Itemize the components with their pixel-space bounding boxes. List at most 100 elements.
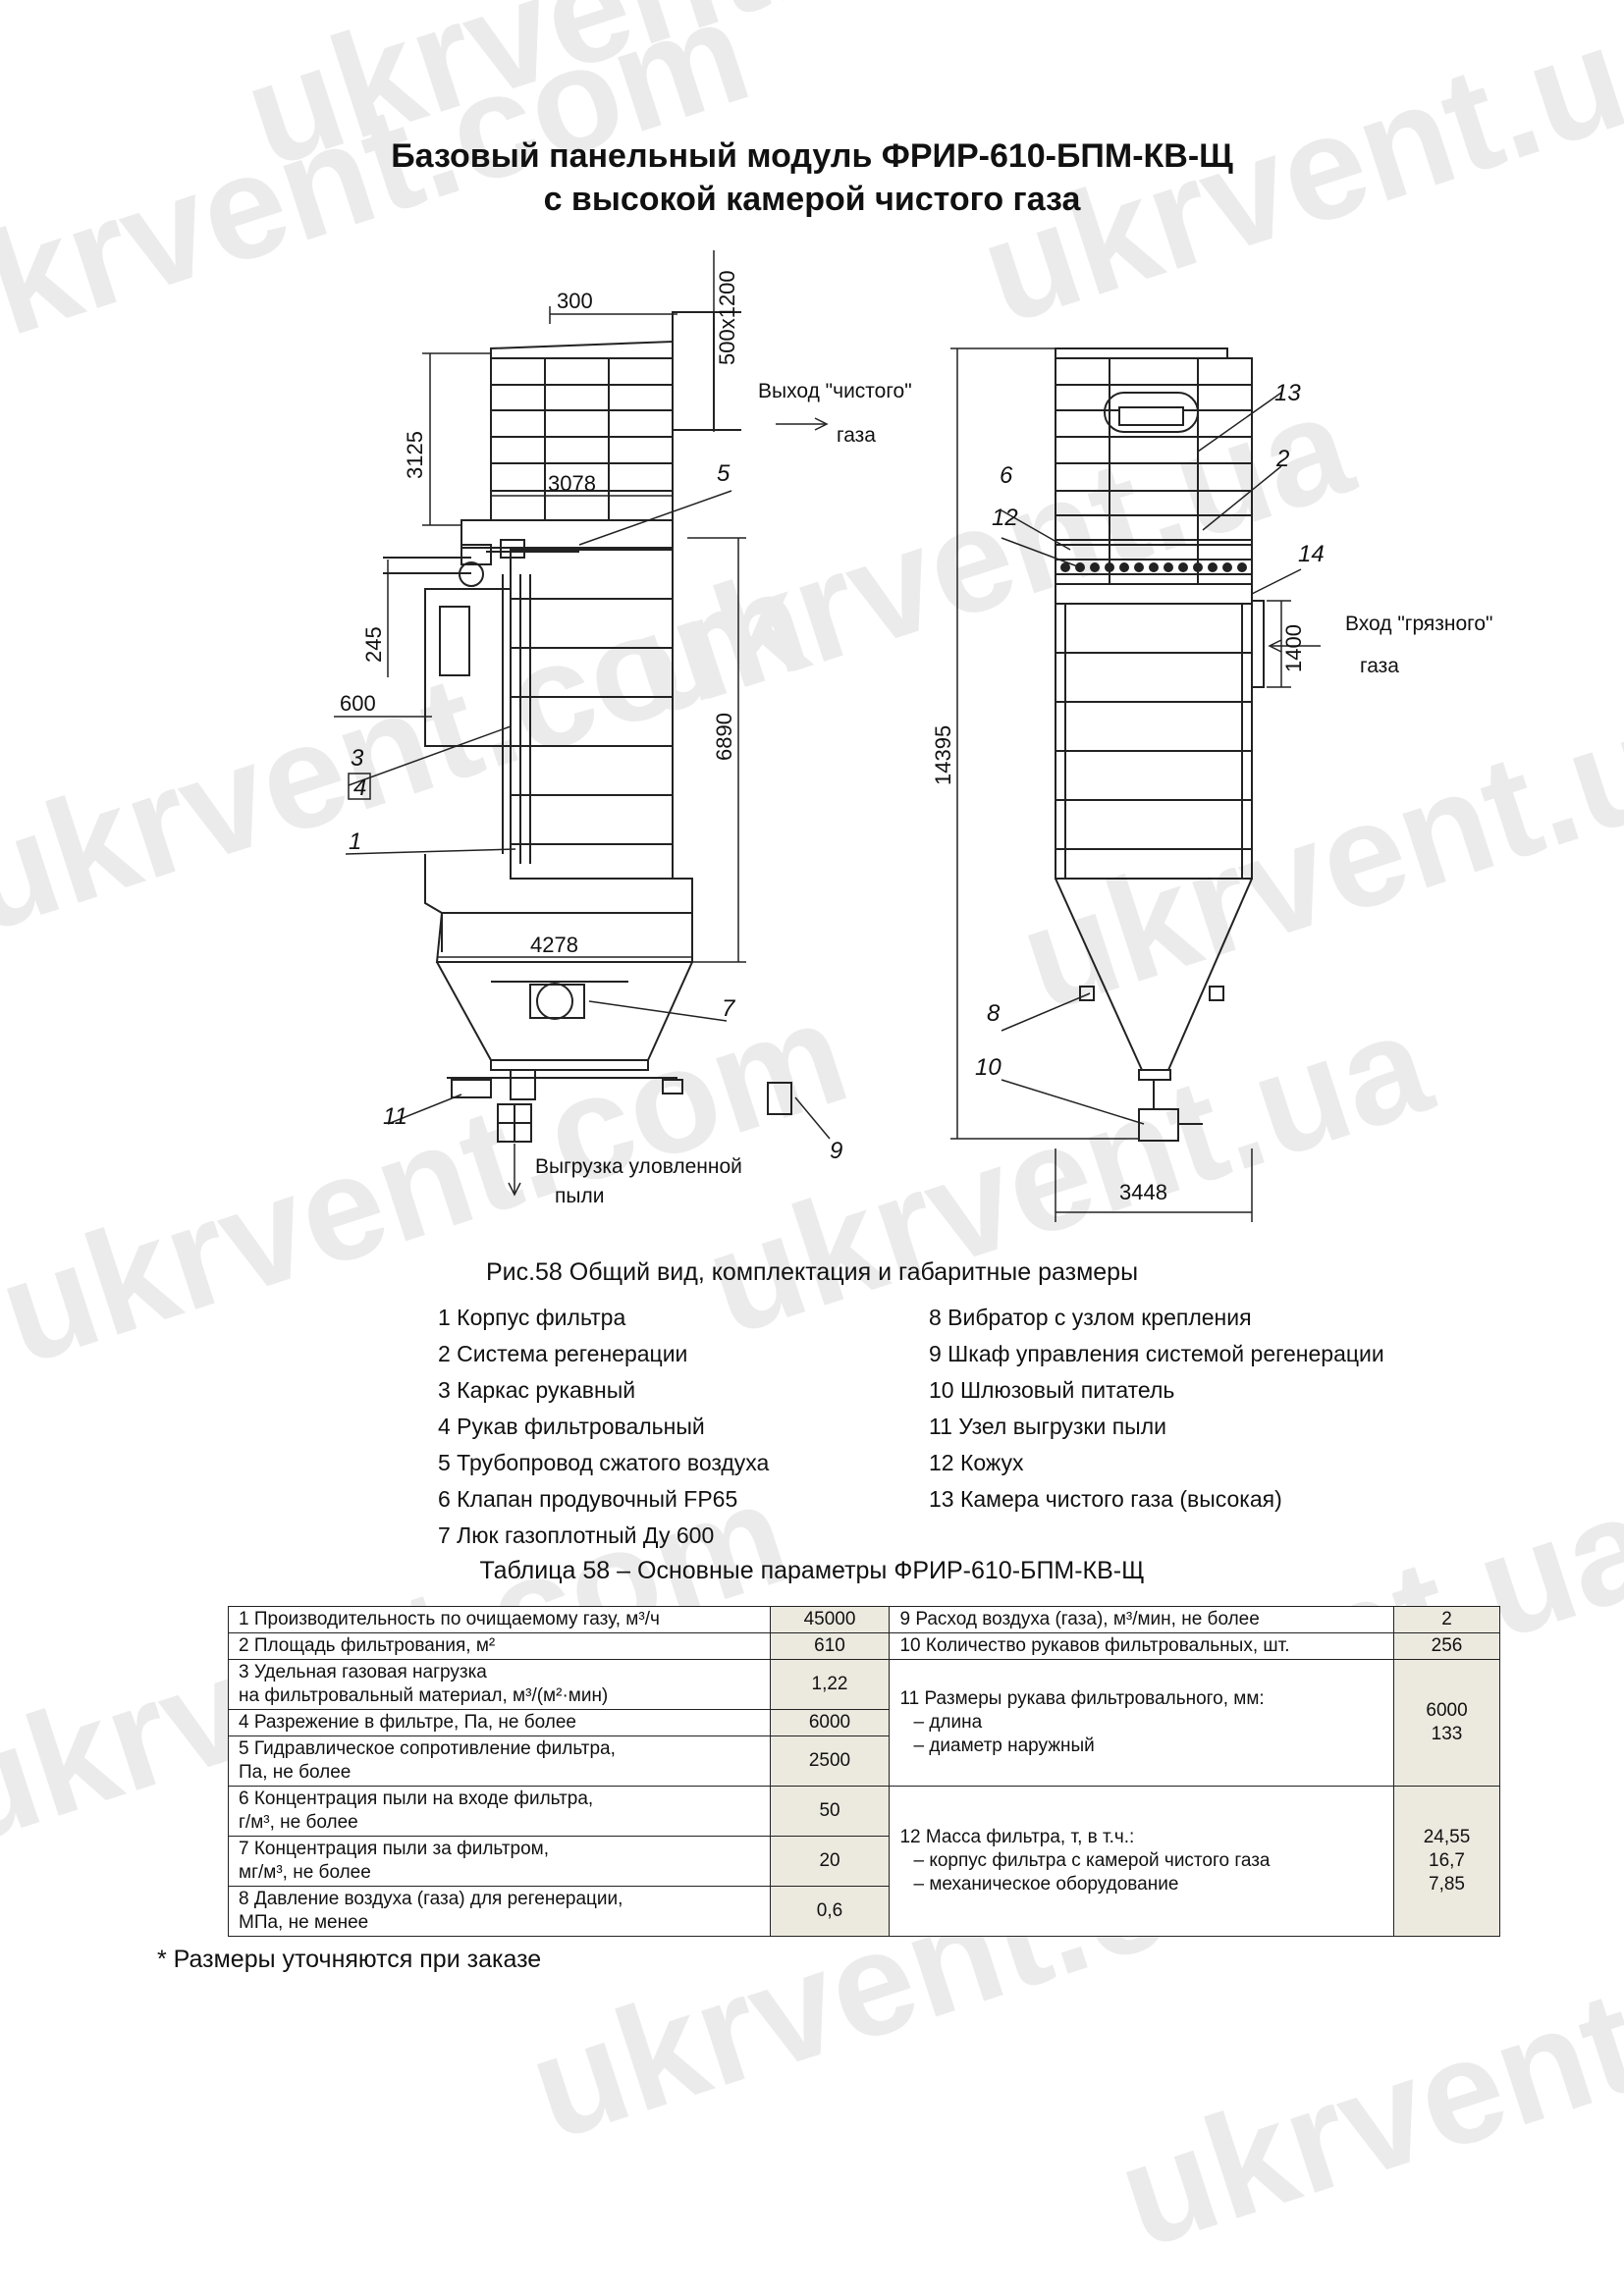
dim-245: 245: [361, 626, 386, 663]
param-value: 24,55 16,7 7,85: [1393, 1786, 1500, 1937]
legend-item: 2 Система регенерации: [438, 1341, 688, 1366]
callout-6: 6: [1000, 462, 1013, 489]
param-value-line: 24,55: [1423, 1827, 1471, 1847]
legend-left: 1 Корпус фильтра 2 Система регенерации 3…: [438, 1300, 769, 1554]
callout-12: 12: [992, 505, 1018, 531]
param-value: 45000: [769, 1606, 891, 1633]
dim-3125: 3125: [403, 431, 427, 479]
dim-3078: 3078: [548, 471, 596, 496]
param-label: 7 Концентрация пыли за фильтром, мг/м³, …: [228, 1836, 771, 1887]
param-label-line: – корпус фильтра с камерой чистого газа: [913, 1850, 1271, 1871]
legend-item: 13 Камера чистого газа (высокая): [929, 1486, 1282, 1512]
param-value: 256: [1393, 1632, 1500, 1660]
legend-item: 4 Рукав фильтровальный: [438, 1414, 705, 1439]
callout-11: 11: [383, 1103, 407, 1130]
legend-item: 7 Люк газоплотный Ду 600: [438, 1522, 715, 1548]
param-label-line: МПа, не менее: [239, 1912, 369, 1933]
callout-3: 3: [351, 745, 364, 772]
page-subtitle: с высокой камерой чистого газа: [543, 181, 1081, 218]
dim-300: 300: [557, 289, 593, 313]
flow-clean-out-gas: газа: [837, 424, 876, 447]
param-label: 10 Количество рукавов фильтровальных, шт…: [889, 1632, 1395, 1660]
legend-item: 1 Корпус фильтра: [438, 1305, 626, 1330]
param-label: 9 Расход воздуха (газа), м³/мин, не боле…: [889, 1606, 1395, 1633]
legend-item: 5 Трубопровод сжатого воздуха: [438, 1450, 770, 1475]
param-label: 8 Давление воздуха (газа) для регенераци…: [228, 1886, 771, 1937]
flow-dust-out-2: пыли: [555, 1185, 604, 1207]
param-label-line: – механическое оборудование: [913, 1874, 1179, 1895]
param-label-line: 8 Давление воздуха (газа) для регенераци…: [239, 1889, 623, 1909]
legend-item: 8 Вибратор с узлом крепления: [929, 1305, 1252, 1330]
param-label-line: на фильтровальный материал, м³/(м²·мин): [239, 1685, 609, 1706]
param-label-line: 3 Удельная газовая нагрузка: [239, 1662, 487, 1682]
callout-8: 8: [987, 1000, 1001, 1027]
legend-item: 12 Кожух: [929, 1450, 1024, 1475]
legend-item: 11 Узел выгрузки пыли: [929, 1414, 1166, 1439]
param-value: 1,22: [769, 1659, 891, 1710]
param-label-line: 11 Размеры рукава фильтровального, мм:: [899, 1688, 1265, 1709]
legend-item: 9 Шкаф управления системой регенерации: [929, 1341, 1384, 1366]
param-label: 5 Гидравлическое сопротивление фильтра, …: [228, 1735, 771, 1787]
table-row: 8 Давление воздуха (газа) для регенераци…: [228, 1886, 1500, 1937]
param-label-line: – длина: [913, 1712, 983, 1733]
callout-14: 14: [1298, 541, 1325, 567]
param-label: 1 Производительность по очищаемому газу,…: [228, 1606, 771, 1633]
table-row: 5 Гидравлическое сопротивление фильтра, …: [228, 1735, 1500, 1787]
table-row: 4 Разрежение в фильтре, Па, не более 600…: [228, 1709, 1500, 1736]
param-label-line: г/м³, не более: [239, 1812, 358, 1833]
param-label-line: 6 Концентрация пыли на входе фильтра,: [239, 1789, 594, 1809]
callout-10: 10: [975, 1054, 1001, 1081]
table-row: 6 Концентрация пыли на входе фильтра, г/…: [228, 1786, 1500, 1937]
callout-13: 13: [1274, 380, 1301, 406]
param-value: 6000 133: [1393, 1659, 1500, 1787]
legend-item: 3 Каркас рукавный: [438, 1377, 636, 1403]
flow-dirty-in-gas: газа: [1360, 655, 1399, 677]
flow-dirty-in: Вход "грязного": [1345, 613, 1493, 635]
dim-1400: 1400: [1281, 624, 1306, 672]
param-label-line: мг/м³, не более: [239, 1862, 371, 1883]
table-row: 7 Концентрация пыли за фильтром, мг/м³, …: [228, 1836, 1500, 1887]
flow-clean-out: Выход "чистого": [758, 380, 912, 402]
parameters-table: 1 Производительность по очищаемому газу,…: [228, 1606, 1500, 1937]
table-row: 1 Производительность по очищаемому газу,…: [228, 1606, 1500, 1633]
param-label: 3 Удельная газовая нагрузка на фильтрова…: [228, 1659, 771, 1710]
param-value-line: 16,7: [1429, 1850, 1465, 1871]
param-value: 6000: [769, 1709, 891, 1736]
callout-5: 5: [717, 460, 731, 487]
param-value: 0,6: [769, 1886, 891, 1937]
legend-right: 8 Вибратор с узлом крепления 9 Шкаф упра…: [929, 1300, 1384, 1518]
param-label-line: Па, не более: [239, 1762, 352, 1783]
param-label-line: 5 Гидравлическое сопротивление фильтра,: [239, 1738, 616, 1759]
filter-drawing: 300 500х1200 3125 3078 245 600 6890 4278…: [334, 250, 1493, 1222]
param-label-line: – диаметр наружный: [913, 1735, 1095, 1756]
param-label-line: 12 Масса фильтра, т, в т.ч.:: [899, 1827, 1135, 1847]
param-value: 610: [769, 1632, 891, 1660]
dim-14395: 14395: [931, 725, 955, 785]
dim-6890: 6890: [712, 713, 736, 761]
table-caption: Таблица 58 – Основные параметры ФРИР-610…: [479, 1557, 1145, 1584]
table-row: 2 Площадь фильтрования, м² 610 10 Количе…: [228, 1632, 1500, 1660]
watermark: ukrvent.ua: [1100, 1892, 1624, 2279]
param-label-line: 7 Концентрация пыли за фильтром,: [239, 1839, 550, 1859]
callout-4: 4: [353, 774, 366, 801]
dim-500x1200: 500х1200: [715, 270, 739, 365]
param-label: 4 Разрежение в фильтре, Па, не более: [228, 1709, 771, 1736]
param-value: 2: [1393, 1606, 1500, 1633]
flow-dust-out: Выгрузка уловленной: [535, 1155, 742, 1178]
dim-600: 600: [340, 691, 376, 716]
callout-1: 1: [349, 828, 361, 855]
legend-item: 6 Клапан продувочный FP65: [438, 1486, 738, 1512]
dim-3448: 3448: [1119, 1180, 1167, 1204]
param-label: 2 Площадь фильтрования, м²: [228, 1632, 771, 1660]
table-row: 3 Удельная газовая нагрузка на фильтрова…: [228, 1659, 1500, 1787]
footnote: * Размеры уточняются при заказе: [157, 1946, 542, 1973]
param-label: 11 Размеры рукава фильтровального, мм: –…: [889, 1659, 1395, 1787]
callout-2: 2: [1275, 446, 1289, 472]
param-label: 6 Концентрация пыли на входе фильтра, г/…: [228, 1786, 771, 1837]
page-title: Базовый панельный модуль ФРИР-610-БПМ-КВ…: [391, 137, 1233, 175]
param-value-line: 133: [1431, 1724, 1463, 1744]
param-value-line: 6000: [1426, 1700, 1468, 1721]
dim-4278: 4278: [530, 933, 578, 957]
callout-9: 9: [830, 1138, 842, 1164]
